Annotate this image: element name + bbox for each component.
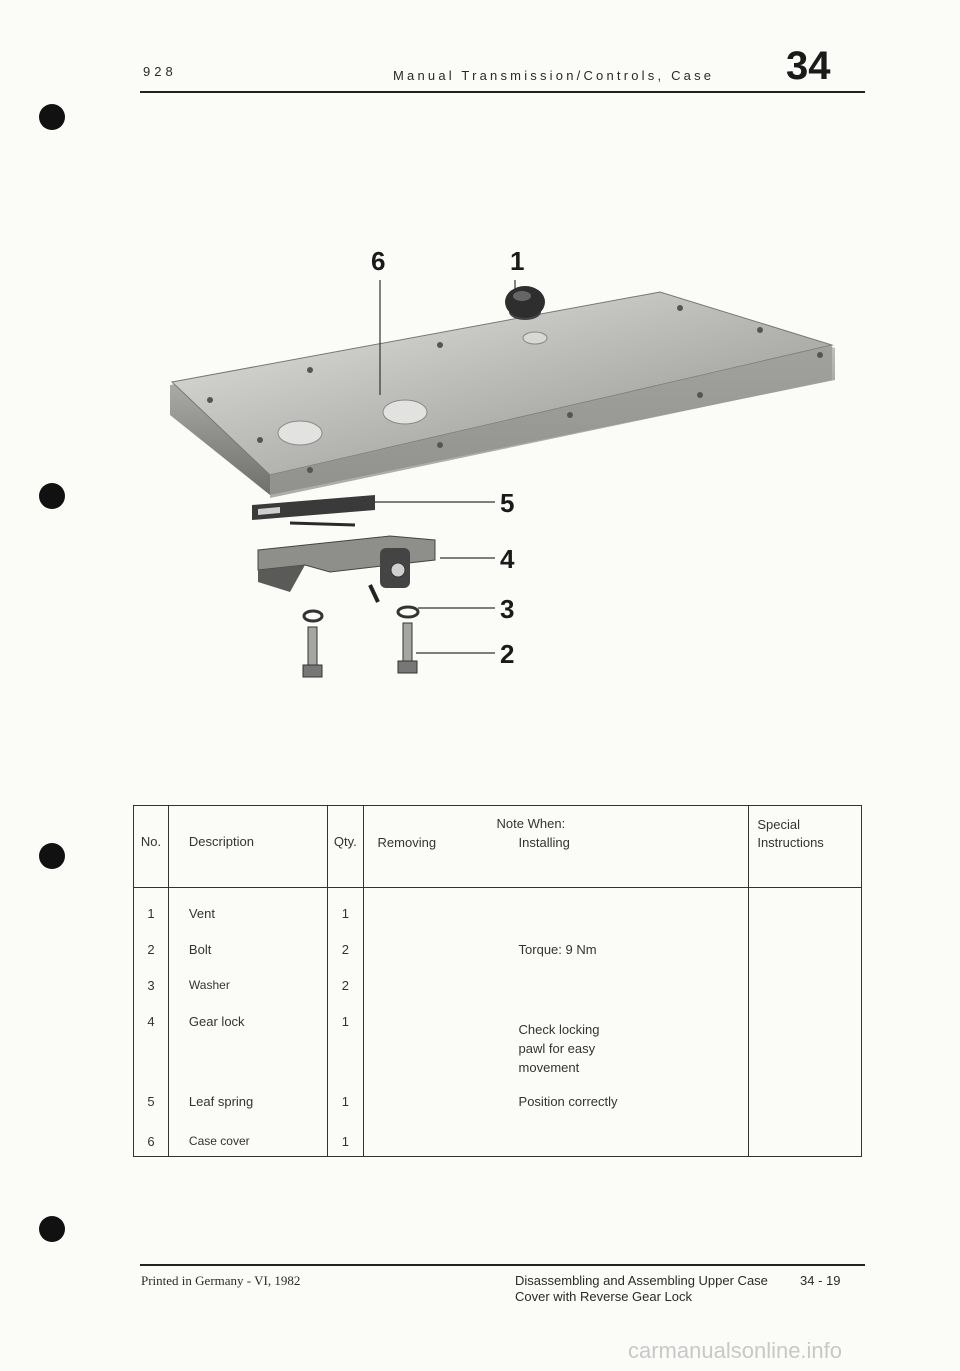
table-row: 4 Gear lock 1 Check locking pawl for eas… bbox=[133, 1003, 862, 1084]
leader-lines bbox=[375, 280, 516, 654]
leaf-spring-part bbox=[252, 495, 375, 527]
row-no: 3 bbox=[133, 967, 169, 1004]
row-installing: Check locking pawl for easy movement bbox=[362, 1003, 750, 1084]
row-description: Bolt bbox=[167, 931, 329, 968]
callout-4: 4 bbox=[500, 544, 515, 574]
vent-part bbox=[505, 286, 548, 345]
row-qty: 1 bbox=[327, 887, 364, 932]
section-number: 34 bbox=[786, 44, 831, 88]
row-installing: Position correctly bbox=[362, 1083, 750, 1124]
row-installing bbox=[362, 967, 750, 1004]
gear-lock-part bbox=[257, 535, 436, 603]
footer-rule bbox=[140, 1264, 865, 1266]
callout-5: 5 bbox=[500, 488, 514, 518]
case-cover-part bbox=[170, 291, 835, 498]
page-title: Manual Transmission/Controls, Case bbox=[393, 68, 715, 83]
row-description: Vent bbox=[167, 887, 329, 932]
binder-hole bbox=[39, 1216, 65, 1242]
row-description: Washer bbox=[167, 967, 329, 1004]
row-qty: 1 bbox=[327, 1003, 364, 1084]
header-special-instructions: Special Instructions bbox=[748, 805, 862, 888]
row-special bbox=[748, 1123, 862, 1157]
row-installing bbox=[362, 887, 750, 932]
header-note-when: Note When: Removing Installing bbox=[362, 805, 750, 888]
row-qty: 2 bbox=[327, 967, 364, 1004]
header-rule bbox=[140, 91, 865, 93]
watermark: carmanualsonline.info bbox=[628, 1338, 843, 1363]
model-number: 928 bbox=[143, 64, 177, 79]
row-no: 6 bbox=[133, 1123, 169, 1157]
binder-hole bbox=[39, 483, 65, 509]
row-qty: 1 bbox=[327, 1083, 364, 1124]
callout-6: 6 bbox=[371, 246, 385, 276]
row-special bbox=[748, 967, 862, 1004]
row-special bbox=[748, 887, 862, 932]
page-number: 34 - 19 bbox=[800, 1273, 841, 1288]
header-removing: Removing bbox=[377, 835, 437, 850]
header-note-when-label: Note When: bbox=[496, 816, 566, 831]
table-row: 2 Bolt 2 Torque: 9 Nm bbox=[133, 931, 862, 968]
callout-2: 2 bbox=[500, 639, 514, 669]
callout-3: 3 bbox=[500, 594, 514, 624]
bolt-part bbox=[302, 622, 418, 678]
row-description: Leaf spring bbox=[167, 1083, 329, 1124]
printed-info: Printed in Germany - VI, 1982 bbox=[141, 1273, 301, 1288]
row-installing bbox=[362, 1123, 750, 1157]
row-qty: 1 bbox=[327, 1123, 364, 1157]
row-no: 2 bbox=[133, 931, 169, 968]
binder-hole bbox=[39, 843, 65, 869]
row-installing: Torque: 9 Nm bbox=[362, 931, 750, 968]
row-description: Case cover bbox=[167, 1123, 329, 1157]
row-no: 4 bbox=[133, 1003, 169, 1084]
binder-hole bbox=[39, 104, 65, 130]
row-special bbox=[748, 1003, 862, 1084]
table-header-row: No. Description Qty. Note When: Removing… bbox=[133, 805, 862, 888]
table-row: 6 Case cover 1 bbox=[133, 1123, 862, 1157]
footer-section-title: Disassembling and Assembling Upper Case … bbox=[515, 1273, 768, 1304]
parts-table: No. Description Qty. Note When: Removing… bbox=[133, 805, 862, 1157]
row-no: 5 bbox=[133, 1083, 169, 1124]
washer-part bbox=[302, 605, 420, 623]
callout-1: 1 bbox=[510, 246, 524, 276]
row-description: Gear lock bbox=[167, 1003, 329, 1084]
header-description: Description bbox=[167, 805, 329, 888]
header-qty: Qty. bbox=[327, 805, 364, 888]
row-special bbox=[748, 931, 862, 968]
table-row: 3 Washer 2 bbox=[133, 967, 862, 1004]
table-row: 1 Vent 1 bbox=[133, 887, 862, 932]
row-no: 1 bbox=[133, 887, 169, 932]
row-qty: 2 bbox=[327, 931, 364, 968]
exploded-view-illustration: 6 1 5 4 3 2 bbox=[170, 246, 835, 678]
header-no: No. bbox=[133, 805, 169, 888]
table-row: 5 Leaf spring 1 Position correctly bbox=[133, 1083, 862, 1124]
installing-note-text: Check locking pawl for easy movement bbox=[518, 1021, 600, 1075]
row-special bbox=[748, 1083, 862, 1124]
header-installing: Installing bbox=[518, 835, 570, 850]
